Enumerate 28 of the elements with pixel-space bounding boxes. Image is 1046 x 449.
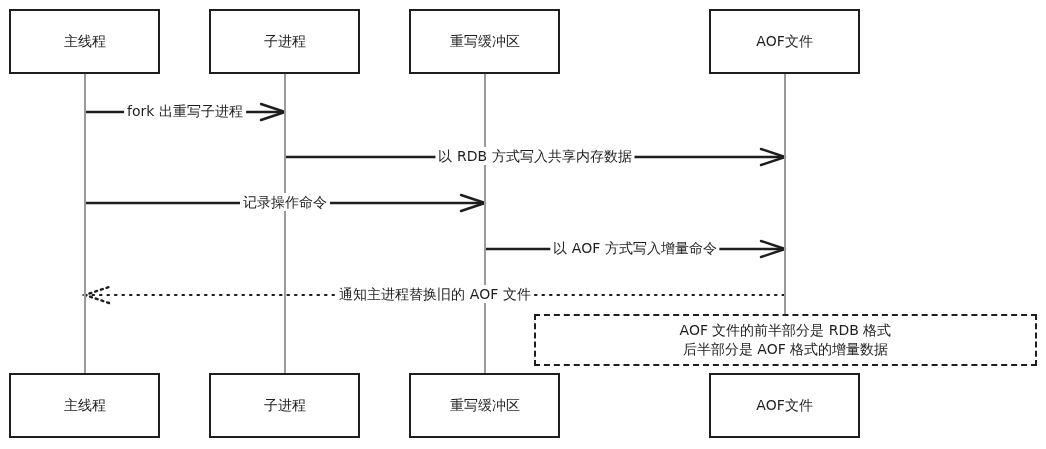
participant-name: AOF文件 — [756, 32, 813, 51]
participant-box — [409, 373, 560, 438]
participant-box — [209, 9, 360, 74]
message-label: 以 RDB 方式写入共享内存数据 — [435, 147, 635, 165]
lifeline — [784, 74, 786, 314]
participant-box — [9, 373, 160, 438]
lifeline — [484, 74, 486, 373]
participant-box — [709, 9, 860, 74]
participant-name: AOF文件 — [756, 396, 813, 415]
message-label: fork 出重写子进程 — [124, 102, 246, 120]
participant-name: 主线程 — [63, 32, 106, 51]
participant-box — [409, 9, 560, 74]
participant-name: 子进程 — [263, 32, 306, 51]
note-text: AOF 文件的前半部分是 RDB 格式 — [679, 321, 892, 340]
participant-box — [709, 373, 860, 438]
participant-name: 重写缓冲区 — [449, 396, 520, 415]
participant-box — [209, 373, 360, 438]
participant-name: 子进程 — [263, 396, 306, 415]
message-label: 以 AOF 方式写入增量命令 — [550, 239, 720, 257]
participant-box — [9, 9, 160, 74]
note-text: 后半部分是 AOF 格式的增量数据 — [682, 340, 889, 359]
participant-name: 重写缓冲区 — [449, 32, 520, 51]
message-label: 记录操作命令 — [240, 193, 330, 211]
note-box — [534, 314, 1037, 366]
participant-name: 主线程 — [63, 396, 106, 415]
lifeline — [84, 74, 86, 373]
message-label: 通知主进程替换旧的 AOF 文件 — [336, 285, 534, 303]
lifeline — [284, 74, 286, 373]
